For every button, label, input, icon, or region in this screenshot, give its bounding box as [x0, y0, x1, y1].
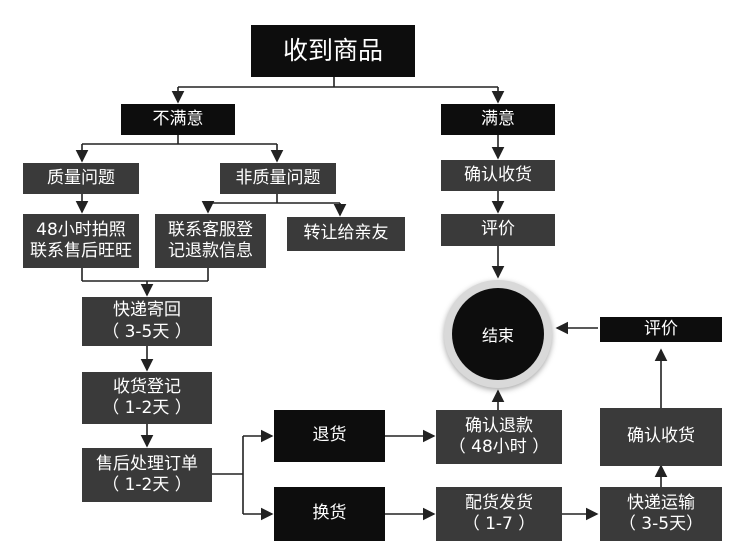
- node-contact-cs: 联系客服登 记退款信息: [155, 214, 266, 268]
- node-quality: 质量问题: [23, 163, 139, 194]
- node-express-ship: 快递运输 （ 3-5天）: [600, 487, 722, 541]
- node-review-right: 评价: [600, 317, 722, 342]
- node-confirm-receipt-right: 确认收货: [600, 408, 722, 466]
- node-refund-goods: 退货: [274, 410, 385, 462]
- node-confirm-refund: 确认退款 （ 48小时 ）: [436, 410, 562, 464]
- node-receipt-register: 收货登记 （ 1-2天 ）: [82, 372, 212, 424]
- node-satisfied: 满意: [441, 104, 555, 135]
- node-non-quality: 非质量问题: [220, 163, 336, 194]
- node-unsatisfied: 不满意: [121, 104, 235, 135]
- edge-photo-merge: [81, 268, 209, 282]
- node-receive: 收到商品: [251, 25, 415, 77]
- edge-nonquality-split: [208, 194, 340, 204]
- node-dispatch: 配货发货 （ 1-7 ）: [436, 487, 562, 541]
- node-after-sales: 售后处理订单 （ 1-2天 ）: [82, 448, 212, 502]
- node-confirm-receipt-top: 确认收货: [441, 160, 555, 191]
- node-exchange: 换货: [274, 487, 385, 541]
- node-review-top: 评价: [441, 214, 555, 246]
- edge-aftersales-split: [212, 436, 244, 514]
- edge-receive-split: [178, 77, 498, 88]
- node-transfer: 转让给亲友: [287, 217, 405, 251]
- node-express-return: 快递寄回 （ 3-5天 ）: [82, 297, 212, 346]
- node-photo-48h: 48小时拍照 联系售后旺旺: [23, 214, 139, 268]
- node-end: 结束: [452, 288, 544, 380]
- edge-unsatisfied-split: [82, 135, 277, 145]
